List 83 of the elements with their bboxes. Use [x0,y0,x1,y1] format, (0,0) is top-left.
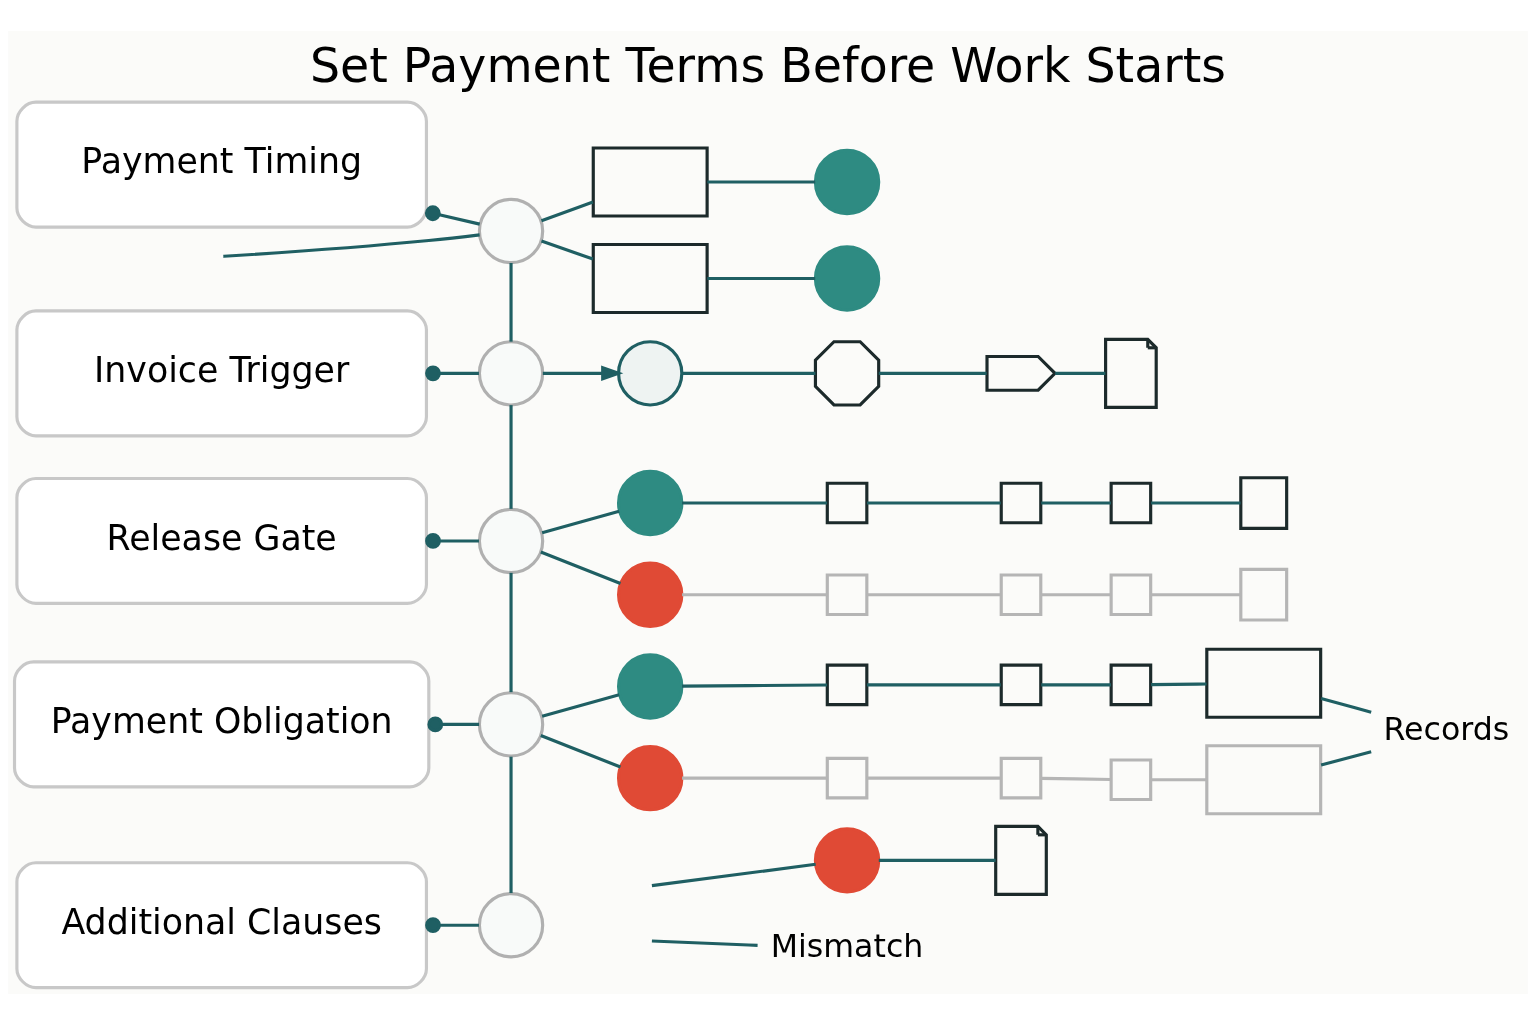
connector [1151,681,1207,686]
connector [1151,500,1241,505]
connector [651,938,758,947]
connector [540,550,622,585]
diagram-title: Set Payment Terms Before Work Starts [309,37,1227,93]
node-box [999,756,1043,799]
node-circle [477,690,545,758]
node-box [825,572,869,616]
connector [509,262,513,342]
connector [1041,682,1111,686]
node-circle [617,744,684,811]
connector [509,756,513,893]
connector [682,682,828,688]
connector [682,592,828,596]
connector [866,776,1001,780]
connector [1041,592,1111,596]
connector [540,239,594,261]
node-box: Payment Timing [15,100,428,229]
node-box [999,572,1043,616]
node-box [999,663,1043,706]
node-circle [617,652,684,720]
connector [425,364,479,381]
connector [707,179,816,184]
node-box: Additional Clauses [15,860,428,989]
connector [866,682,1001,686]
connector [866,592,1001,596]
node-box [1109,481,1153,524]
connector [427,716,480,732]
connector [1151,592,1241,596]
node-table [591,242,709,314]
node-text: Records [1383,710,1510,747]
node-box [1109,757,1153,801]
node-table [1205,647,1323,719]
node-box [999,481,1043,524]
connector [1041,776,1111,781]
node-circle [617,339,684,407]
connector [540,200,594,222]
node-text: Mismatch [770,927,924,964]
connector [424,204,481,226]
node-circle [813,148,881,215]
node-box [1109,572,1153,616]
connector [540,733,622,768]
node-table [1205,743,1323,815]
connector [682,500,828,505]
connector [1055,371,1106,375]
node-box [825,756,869,799]
node-flag [985,354,1058,392]
connector [223,232,480,258]
node-circle [477,507,545,574]
node-circle [813,826,881,894]
connector [1041,500,1111,505]
connector [878,858,996,862]
arrow [542,365,624,381]
node-box [1109,663,1153,706]
node-box: Invoice Trigger [15,308,428,437]
node-circle [477,197,545,264]
connector [509,572,513,692]
connector [1151,777,1207,781]
node-circle [813,244,881,312]
node-table [591,145,709,218]
node-box: Payment Obligation [12,659,431,788]
node-gear [813,339,881,407]
node-circle [617,561,684,628]
connector [878,371,987,375]
connector [1320,696,1372,714]
node-circle [477,339,545,407]
connector [682,776,828,780]
node-box: Release Gate [15,476,428,605]
connector [1320,749,1372,766]
node-lock [1239,567,1289,622]
connector [682,371,816,375]
node-box [825,481,869,524]
node-box [825,663,869,706]
connector [541,509,620,534]
node-lock [1239,475,1289,530]
connector [425,532,479,549]
connector [541,692,620,718]
node-circle [477,891,545,958]
connector [866,500,1001,505]
connector [509,404,513,509]
node-circle [617,469,684,536]
connector [425,916,479,933]
connector [707,276,816,280]
